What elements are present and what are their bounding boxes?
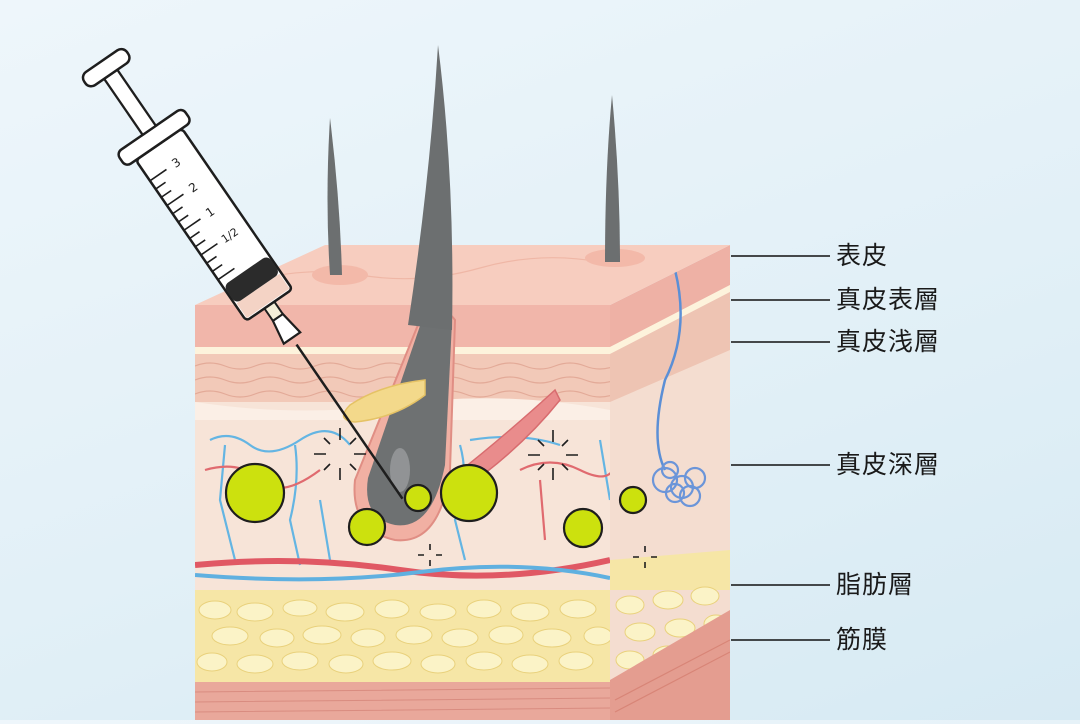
label-dermis-shallow: 真皮浅層 (836, 327, 941, 356)
label-dermis-surface: 真皮表層 (836, 285, 941, 314)
hair-right (605, 95, 620, 262)
sweat-gland-coil (651, 460, 707, 508)
hair-center (408, 45, 453, 330)
artery (195, 557, 610, 579)
fat-cells (196, 599, 610, 674)
vein (195, 564, 610, 582)
label-fascia: 筋膜 (836, 625, 889, 654)
syringe: 3 2 1 1/2 (81, 47, 404, 500)
sweat-duct (656, 269, 682, 471)
filler-particles (224, 462, 648, 549)
sebaceous-gland (342, 379, 426, 423)
arrector-pili-muscle (454, 388, 561, 492)
hair-left (327, 118, 342, 275)
label-dermis-deep: 真皮深層 (836, 450, 941, 479)
leader-lines (731, 255, 830, 641)
label-epidermis: 表皮 (836, 241, 889, 270)
hair-bulb (367, 312, 452, 526)
sparkle-marks (314, 428, 657, 568)
epidermis-front (195, 305, 610, 347)
label-fat-layer: 脂肪層 (836, 570, 915, 599)
